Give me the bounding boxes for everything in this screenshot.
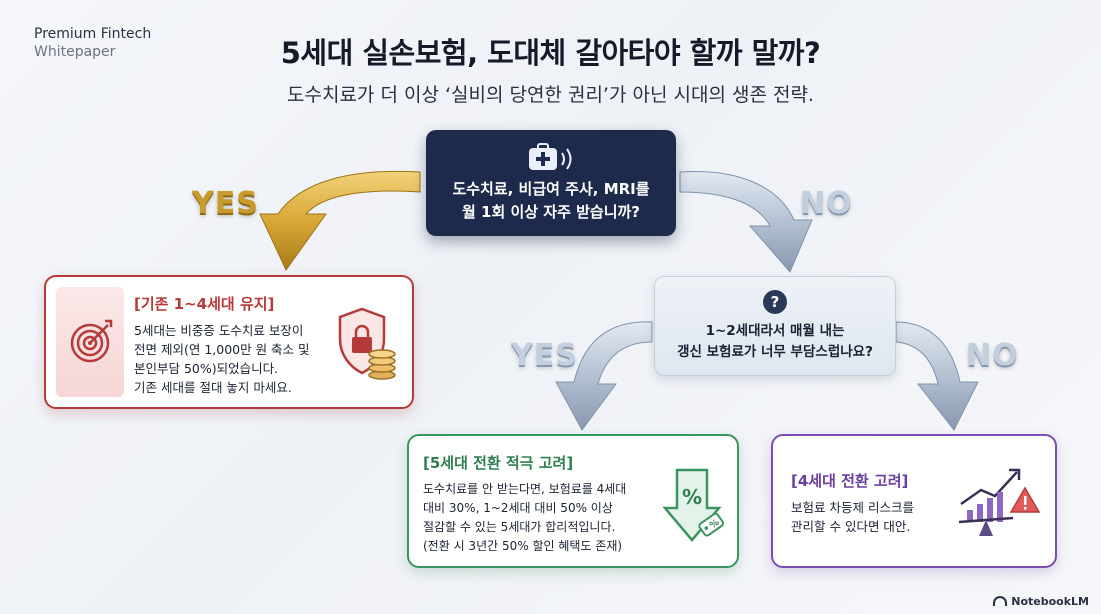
question-1-box: 도수치료, 비급여 주사, MRI를 월 1회 이상 자주 받습니까? <box>426 130 676 236</box>
yes-label-2: YES <box>511 338 578 373</box>
card-keep-existing: [기존 1~4세대 유지] 5세대는 비중증 도수치료 보장이 전면 제외(연 … <box>44 275 414 409</box>
card-keep-title: [기존 1~4세대 유지] <box>134 295 275 313</box>
card-switch-body: 도수치료를 안 받는다면, 보험료를 4세대 대비 30%, 1~2세대 대비 … <box>423 480 626 556</box>
brand-line2: Whitepaper <box>34 44 116 60</box>
brand-line1: Premium Fintech <box>34 26 152 42</box>
card-switch-line: 대비 30%, 1~2세대 대비 50% 이상 <box>423 501 613 515</box>
notebooklm-logo-icon <box>993 596 1008 606</box>
shield-lock-coins-icon <box>338 307 396 380</box>
card-4th-title: [4세대 전환 고려] <box>791 472 909 490</box>
card-keep-line: 전면 제외(연 1,000만 원 축소 및 <box>134 342 310 357</box>
balance-chart-warning-icon <box>958 468 1041 536</box>
brand: Premium Fintech Whitepaper <box>34 25 151 61</box>
question-icon: ? <box>763 290 787 314</box>
yes-label-1: YES <box>192 186 259 221</box>
card-switch-line: (전환 시 3년간 50% 할인 혜택도 존재) <box>423 539 623 553</box>
target-icon <box>70 319 113 363</box>
question-1-line2: 월 1회 이상 자주 받습니까? <box>461 203 641 221</box>
question-1-line1: 도수치료, 비급여 주사, MRI를 <box>452 180 650 198</box>
page-title: 5세대 실손보험, 도대체 갈아타야 할까 말까? <box>280 36 821 70</box>
no-label-1: NO <box>800 186 853 221</box>
card-switch-line: 도수치료를 안 받는다면, 보험료를 4세대 <box>423 482 627 496</box>
no-arrow-lower <box>895 321 979 431</box>
no-label-2: NO <box>966 338 1019 373</box>
card-keep-body: 5세대는 비중증 도수치료 보장이 전면 제외(연 1,000만 원 축소 및 … <box>134 321 310 397</box>
card-4th-line: 보험료 차등제 리스크를 <box>791 500 914 515</box>
card-consider-4th: [4세대 전환 고려] 보험료 차등제 리스크를 관리할 수 있다면 대안. <box>771 434 1057 568</box>
card-switch-line: 절감할 수 있는 5세대가 합리적입니다. <box>423 520 616 534</box>
yes-arrow-lower <box>555 321 653 431</box>
yes-arrow-left <box>259 170 421 271</box>
page-subtitle: 도수치료가 더 이상 ‘실비의 당연한 권리’가 아닌 시대의 생존 전략. <box>287 84 814 106</box>
question-2-box: ? 1~2세대라서 매월 내는 갱신 보험료가 너무 부담스럽나요? <box>654 276 896 376</box>
card-switch-5th: [5세대 전환 적극 고려] 도수치료를 안 받는다면, 보험료를 4세대 대비… <box>407 434 739 568</box>
svg-text:%: % <box>682 485 702 509</box>
no-arrow-right <box>679 170 813 273</box>
question-2-line1: 1~2세대라서 매월 내는 <box>705 323 845 339</box>
card-keep-line: 본인부담 50%)되었습니다. <box>134 361 279 376</box>
card-4th-body: 보험료 차등제 리스크를 관리할 수 있다면 대안. <box>791 498 914 536</box>
card-keep-icon-panel <box>56 287 124 397</box>
percent-down-arrow-icon: % % <box>663 468 725 542</box>
card-keep-line: 기존 세대를 절대 놓지 마세요. <box>134 380 292 395</box>
card-switch-title: [5세대 전환 적극 고려] <box>423 454 574 472</box>
card-keep-line: 5세대는 비중증 도수치료 보장이 <box>134 323 304 338</box>
medical-kit-icon <box>529 143 572 170</box>
footer-text: NotebookLM <box>1011 595 1089 608</box>
question-2-line2: 갱신 보험료가 너무 부담스럽나요? <box>677 344 873 360</box>
footer-brand: NotebookLM <box>993 595 1089 608</box>
card-4th-line: 관리할 수 있다면 대안. <box>791 519 911 534</box>
